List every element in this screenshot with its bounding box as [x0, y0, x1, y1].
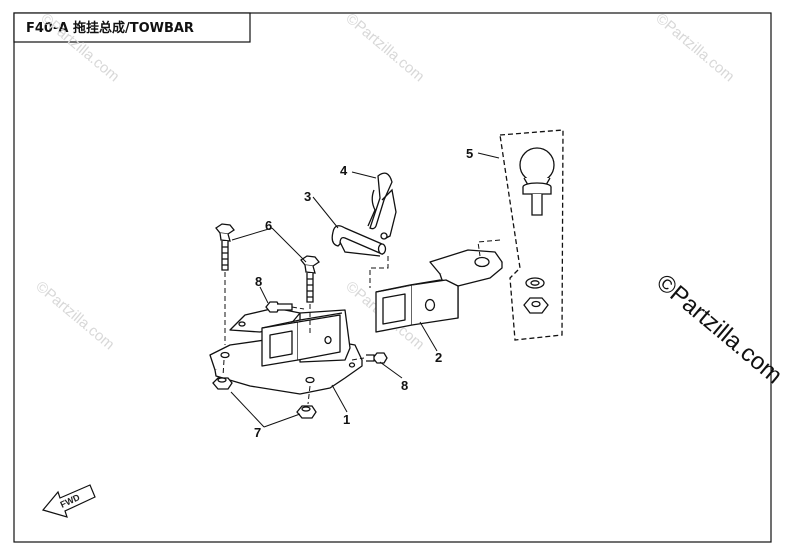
diagram-title: F40-A 拖挂总成/TOWBAR: [26, 20, 194, 36]
part-1-bracket: [209, 307, 363, 395]
fwd-arrow-icon: FWD: [41, 484, 96, 518]
assembly-lines: [222, 239, 501, 405]
part-2-drawbar: [375, 249, 503, 333]
part-3-hitch-pin: [331, 225, 387, 257]
callout-5: 5: [466, 146, 473, 161]
watermark-large: ©Partzilla.com: [651, 269, 785, 389]
part-7-nut-left: [212, 377, 233, 390]
callout-8-upper: 8: [255, 274, 262, 289]
part-5-hitch-ball: [499, 129, 564, 341]
part-6-bolt-right: [300, 255, 320, 303]
leader-lines: [230, 152, 500, 428]
callout-4: 4: [340, 163, 348, 178]
callout-labels: 5 4 3 6 8 2 8 1 7: [254, 146, 473, 440]
part-8-bolt-lower: [366, 352, 388, 364]
callout-1: 1: [343, 412, 350, 427]
diagram-frame: [13, 12, 772, 543]
watermark-2: ©Partzilla.com: [342, 10, 427, 85]
callout-6: 6: [265, 218, 272, 233]
part-4-clip: [367, 172, 397, 240]
watermark-4: ©Partzilla.com: [32, 278, 117, 353]
part-8-bolt-upper: [265, 301, 293, 313]
title-box: F40-A 拖挂总成/TOWBAR: [13, 12, 251, 43]
callout-8-lower: 8: [401, 378, 408, 393]
callout-2: 2: [435, 350, 442, 365]
part-6-bolt-left: [215, 223, 235, 271]
part-7-nut-right: [296, 405, 317, 419]
watermark-3: ©Partzilla.com: [652, 10, 737, 85]
callout-3: 3: [304, 189, 311, 204]
callout-7: 7: [254, 425, 261, 440]
